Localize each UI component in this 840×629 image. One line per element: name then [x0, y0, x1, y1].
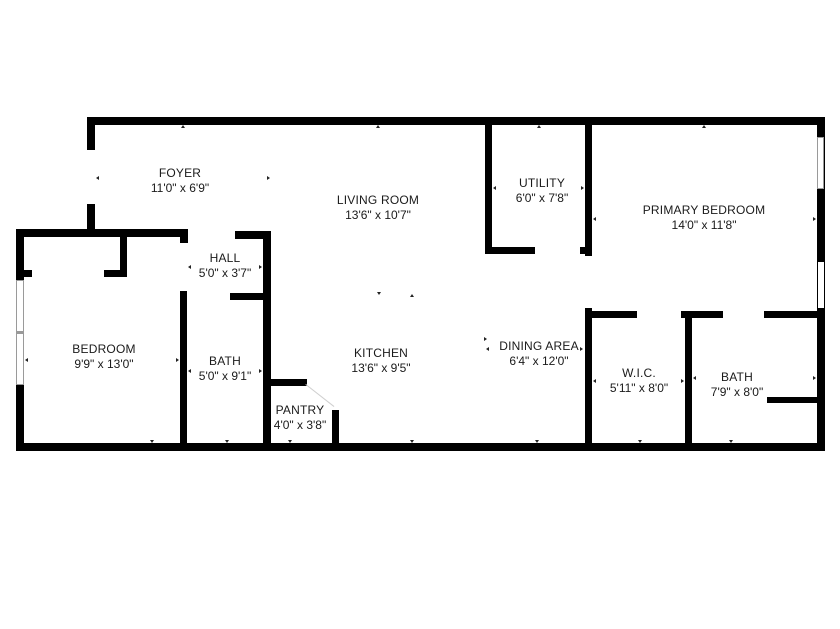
room-dimensions: 5'11" x 8'0" — [609, 381, 669, 395]
bath-shower-wall — [767, 397, 819, 403]
room-bath-2: BATH 7'9" x 8'0" — [711, 370, 763, 400]
utility-right-wall — [585, 117, 592, 256]
tick-marker-icon — [638, 440, 642, 443]
room-dimensions: 6'0" x 7'8" — [515, 191, 569, 205]
tick-marker-icon — [693, 376, 696, 380]
room-bath-1: BATH 5'0" x 9'1" — [199, 354, 251, 384]
pantry-right-wall — [332, 410, 339, 446]
window-primary-bedroom — [817, 137, 824, 189]
room-name: UTILITY — [518, 176, 566, 190]
tick-marker-icon — [267, 176, 270, 180]
tick-marker-icon — [259, 265, 262, 269]
room-name: PRIMARY BEDROOM — [642, 203, 766, 217]
tick-marker-icon — [593, 379, 596, 383]
room-dimensions: 5'0" x 3'7" — [198, 266, 252, 280]
wic-bath-divider — [685, 311, 692, 446]
room-name: FOYER — [158, 166, 202, 180]
room-utility: UTILITY 6'0" x 7'8" — [516, 176, 568, 206]
room-name: W.I.C. — [622, 366, 656, 380]
bath-kitchen-wall — [263, 231, 271, 446]
bath-top-wall-right — [764, 311, 825, 318]
hall-top-wall-left — [180, 229, 188, 243]
tick-marker-icon — [593, 217, 596, 221]
room-dimensions: 4'0" x 3'8" — [273, 418, 327, 432]
tick-marker-icon — [535, 440, 539, 443]
dining-right-wall — [585, 308, 592, 448]
tick-marker-icon — [96, 176, 99, 180]
room-bedroom: BEDROOM 9'9" x 13'0" — [72, 342, 135, 372]
room-pantry: PANTRY 4'0" x 3'8" — [274, 403, 326, 433]
foyer-left-wall-upper — [87, 117, 95, 150]
tick-marker-icon — [729, 440, 733, 443]
tick-marker-icon — [25, 358, 28, 362]
room-primary-bedroom: PRIMARY BEDROOM 14'0" x 11'8" — [643, 203, 766, 233]
room-name: HALL — [209, 251, 241, 265]
room-dimensions: 5'0" x 9'1" — [198, 369, 252, 383]
room-dimensions: 7'9" x 8'0" — [710, 385, 764, 399]
tick-marker-icon — [702, 125, 706, 128]
tick-marker-icon — [581, 186, 584, 190]
foyer-left-wall-lower — [87, 204, 95, 237]
bath-top-wall — [230, 293, 271, 300]
wic-top-wall-mid — [681, 311, 723, 318]
pantry-top-wall — [263, 379, 307, 386]
closet-front-wall-right — [104, 270, 127, 277]
room-dimensions: 6'4" x 12'0" — [509, 354, 569, 368]
hall-top-wall-right — [235, 231, 271, 239]
tick-marker-icon — [259, 369, 262, 373]
room-dimensions: 13'6" x 10'7" — [345, 208, 411, 222]
tick-marker-icon — [225, 440, 229, 443]
tick-marker-icon — [410, 440, 414, 443]
tick-marker-icon — [484, 337, 487, 341]
bedroom-window-mullion — [17, 331, 23, 334]
utility-bottom-wall-left — [485, 247, 535, 254]
tick-marker-icon — [377, 292, 381, 295]
room-name: DINING AREA — [499, 339, 579, 353]
utility-left-wall — [485, 117, 492, 254]
tick-marker-icon — [176, 358, 179, 362]
room-name: BATH — [721, 370, 753, 384]
room-dimensions: 11'0" x 6'9" — [150, 181, 210, 195]
room-dimensions: 14'0" x 11'8" — [671, 218, 737, 232]
room-dimensions: 13'6" x 9'5" — [351, 361, 411, 375]
tick-marker-icon — [376, 125, 380, 128]
wic-top-wall-left — [585, 311, 637, 318]
tick-marker-icon — [681, 379, 684, 383]
room-wic: W.I.C. 5'11" x 8'0" — [610, 366, 668, 396]
tick-marker-icon — [288, 440, 292, 443]
tick-marker-icon — [181, 125, 185, 128]
tick-marker-icon — [188, 265, 191, 269]
room-name: KITCHEN — [353, 346, 409, 360]
tick-marker-icon — [486, 347, 489, 351]
tick-marker-icon — [410, 294, 414, 297]
room-name: LIVING ROOM — [336, 193, 420, 207]
room-name: PANTRY — [275, 403, 325, 417]
window-bath-right — [818, 262, 824, 308]
room-hall: HALL 5'0" x 3'7" — [199, 251, 251, 281]
closet-front-wall-left — [16, 270, 32, 277]
room-kitchen: KITCHEN 13'6" x 9'5" — [351, 346, 410, 376]
tick-marker-icon — [150, 440, 154, 443]
outer-wall-bottom — [16, 443, 825, 451]
bedroom-top-wall — [16, 229, 184, 237]
tick-marker-icon — [493, 186, 496, 190]
tick-marker-icon — [813, 376, 816, 380]
room-name: BEDROOM — [72, 342, 136, 356]
tick-marker-icon — [813, 217, 816, 221]
closet-right-wall — [120, 229, 127, 277]
room-name: BATH — [209, 354, 241, 368]
room-foyer: FOYER 11'0" x 6'9" — [151, 166, 209, 196]
bedroom-bath-wall — [180, 291, 187, 446]
room-dining-area: DINING AREA 6'4" x 12'0" — [499, 339, 579, 369]
room-living-room: LIVING ROOM 13'6" x 10'7" — [337, 193, 419, 223]
outer-wall-top — [87, 117, 825, 125]
tick-marker-icon — [537, 125, 541, 128]
room-dimensions: 9'9" x 13'0" — [74, 357, 134, 371]
tick-marker-icon — [188, 369, 191, 373]
tick-marker-icon — [580, 347, 583, 351]
